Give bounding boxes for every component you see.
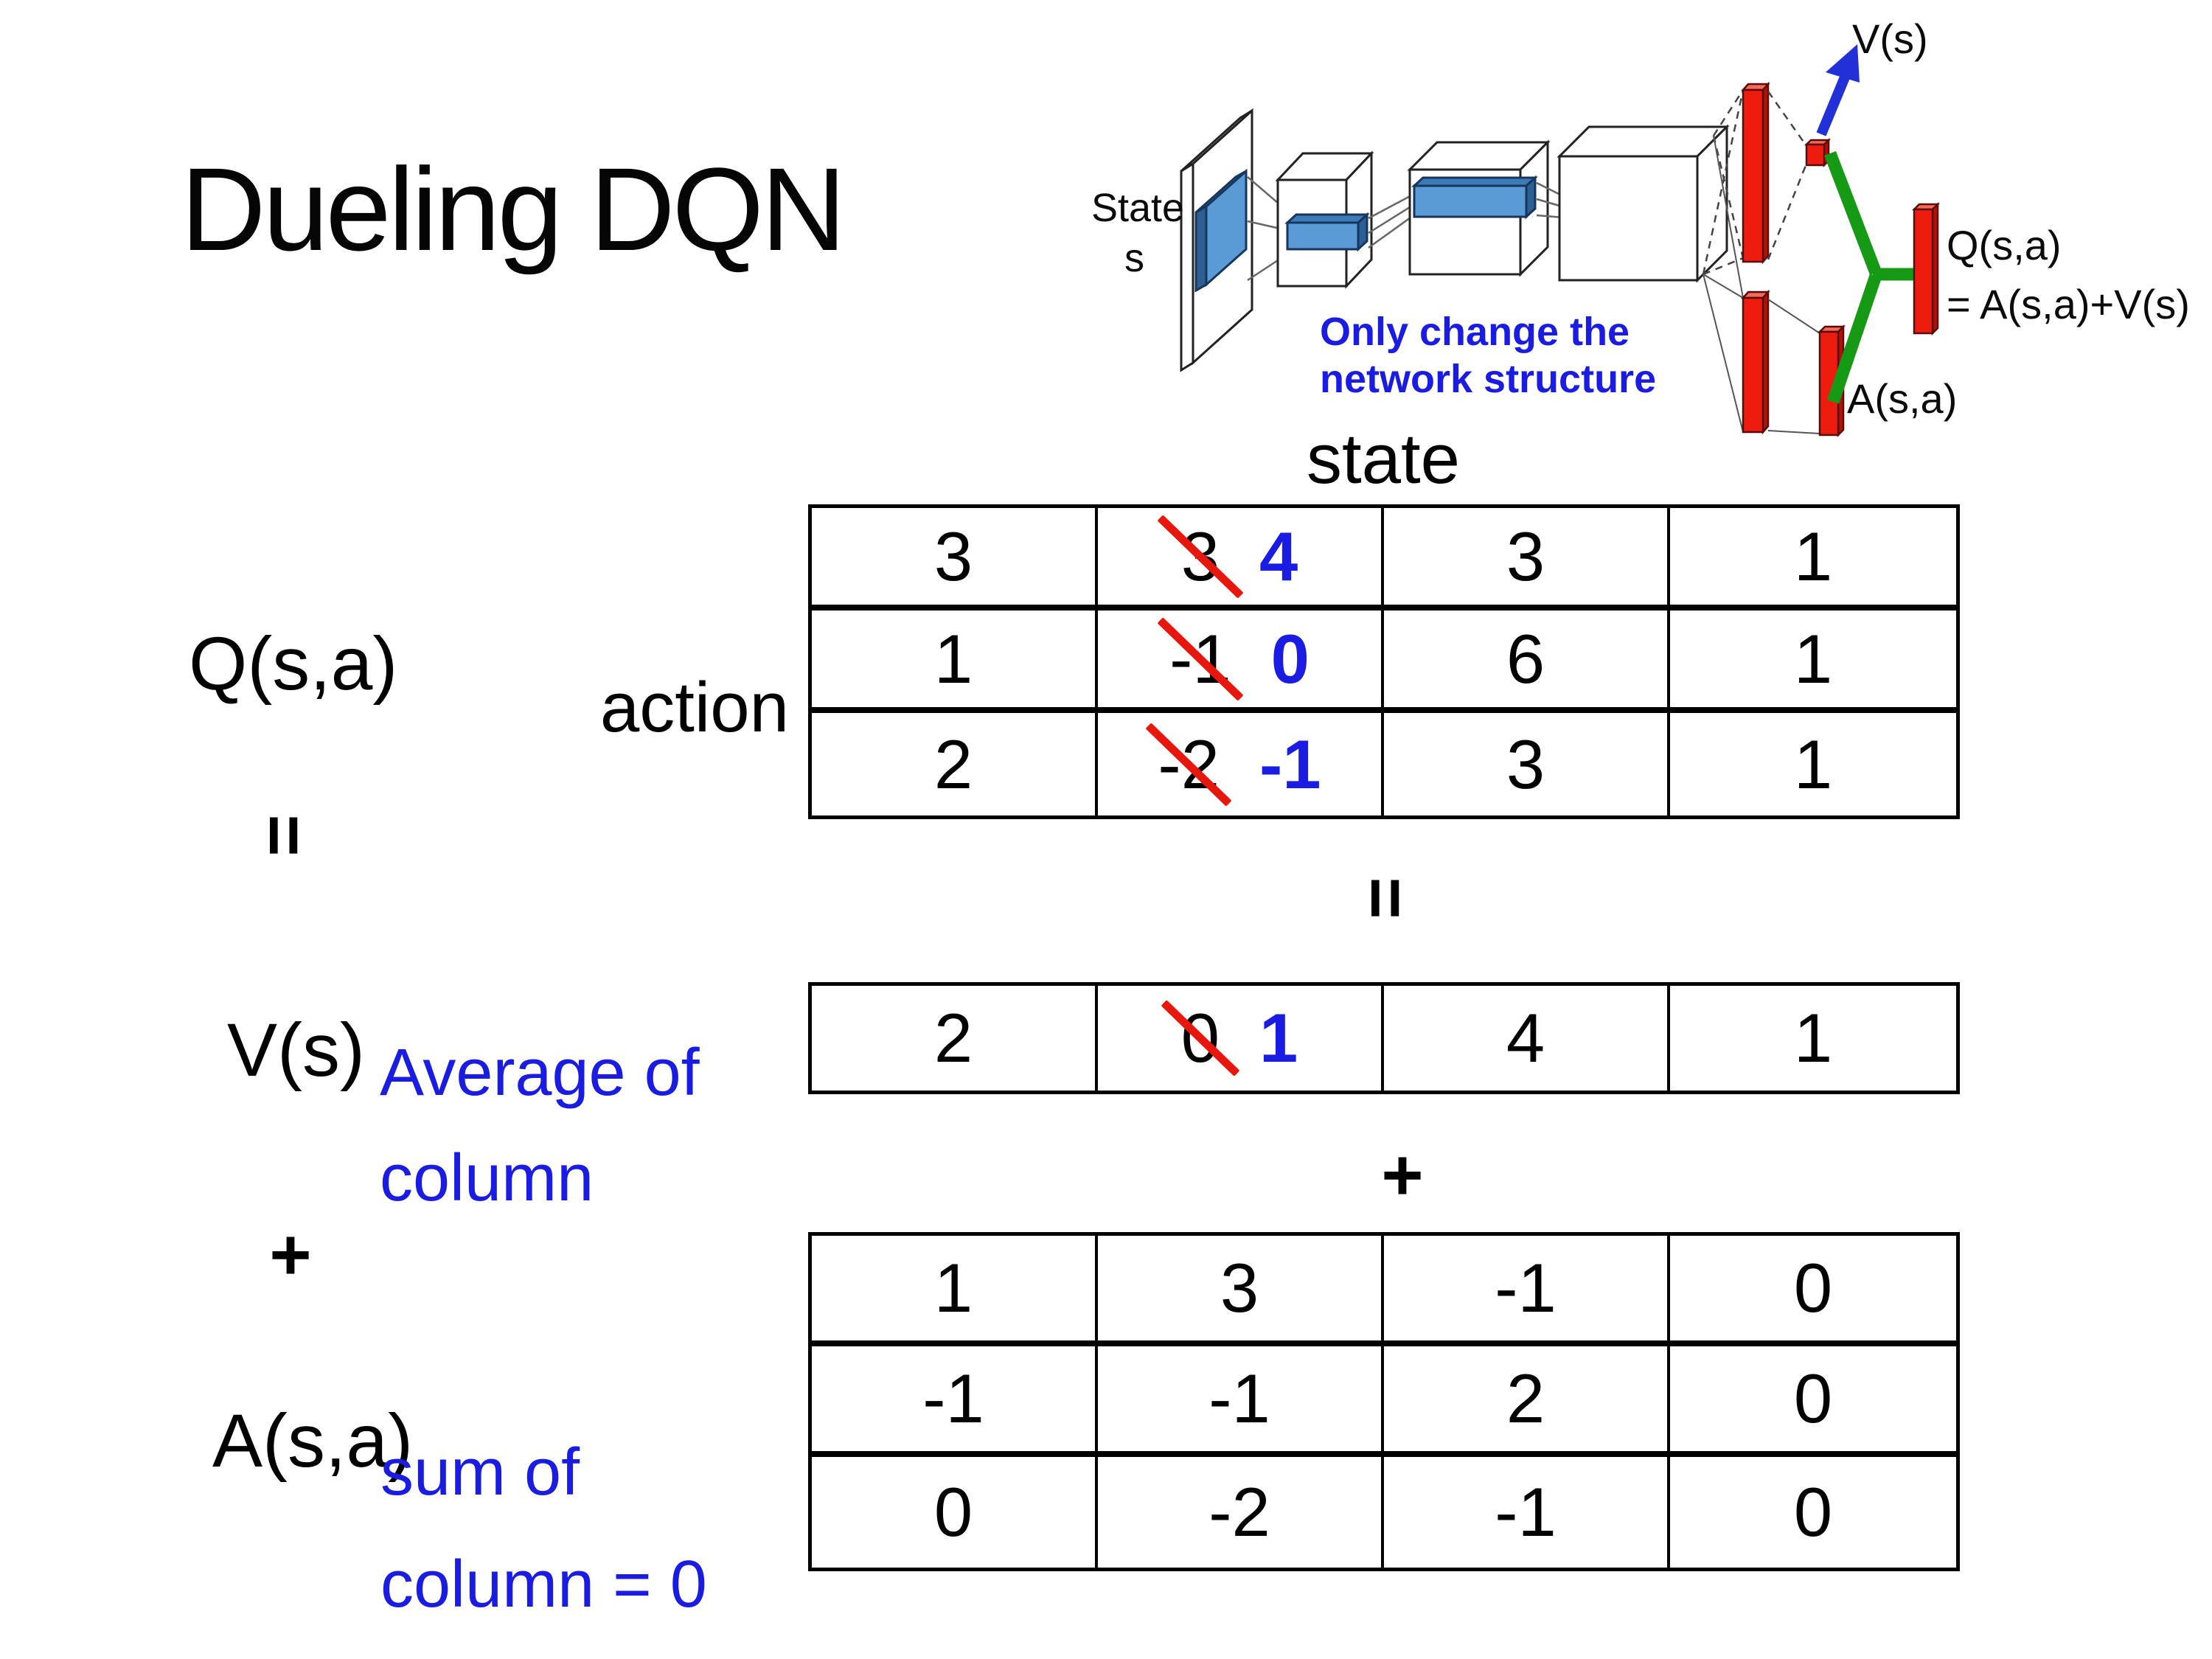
conv-filter-3 [1411,175,1538,220]
q-cell-modified: 3 4 [1098,508,1384,611]
state-axis-label: state [1306,420,1461,498]
equals-sign-center: = [1346,877,1427,919]
a-cell: 0 [1670,1236,1956,1346]
q-cell: 3 [1384,508,1670,611]
a-cell: 3 [1098,1236,1384,1346]
v-cell: 4 [1384,986,1670,1091]
q-cell: 2 [812,713,1098,815]
value-stream-dashed-links [1702,89,1745,276]
a-cell: -1 [1384,1236,1670,1346]
conv-filter-2 [1284,212,1370,252]
equals-sign-left: = [244,814,326,857]
q-cell: 1 [1670,611,1956,713]
q-function-label: Q(s,a) [189,622,398,706]
diagram-v-output-label: V(s) [1852,15,1928,62]
v-cell: 1 [1793,999,1833,1077]
diagram-q-output-label-line1: Q(s,a) [1947,222,2062,268]
advantage-hidden-bar [1741,289,1770,435]
replacement-value: 1 [1259,999,1298,1077]
a-cell: 1 [812,1236,1098,1346]
v-table: 2 0 1 4 1 [808,982,1960,1094]
plus-sign-center: + [1381,1133,1424,1215]
diagram-note-line2: network structure [1320,357,1656,401]
advantage-stream-links [1703,135,1744,433]
a-function-label: A(s,a) [212,1399,414,1483]
value-output-node [1804,137,1832,168]
input-frame [1180,108,1253,372]
sum-note: sum of column = 0 [380,1439,707,1618]
connector-fan-2 [1368,192,1416,249]
average-note-line1: Average of [380,1036,700,1110]
value-head-links [1767,91,1808,260]
diagram-q-output-label-line2: = A(s,a)+V(s) [1947,281,2190,327]
v-cell: 2 [812,986,1098,1091]
a-cell: -1 [812,1346,1098,1457]
a-cell: 0 [812,1457,1098,1568]
q-cell: 6 [1384,611,1670,713]
plus-sign-left: + [269,1213,312,1295]
q-cell: 3 [1384,713,1670,815]
q-cell: 1 [812,611,1098,713]
sum-note-line1: sum of [380,1436,580,1509]
fc-layer-box [1557,124,1730,283]
q-table: 3 3 4 3 1 1 -1 0 6 1 2 -2 -1 3 1 [808,504,1960,819]
diagram-note-line1: Only change the [1320,310,1630,354]
aggregator-connector [1824,150,1914,404]
sum-note-line2: column = 0 [380,1548,707,1621]
replacement-value: 4 [1259,517,1298,595]
a-cell: -2 [1098,1457,1384,1568]
diagram-a-output-label: A(s,a) [1847,375,1957,422]
q-cell: 1 [1793,725,1833,803]
a-cell: -1 [1384,1457,1670,1568]
diagram-state-sub-label: s [1124,236,1144,280]
diagram-state-label: State [1091,186,1184,230]
a-cell: 2 [1384,1346,1670,1457]
value-hidden-bar [1741,81,1770,265]
average-note-line2: column [380,1141,594,1215]
advantage-head-links [1767,299,1820,434]
q-cell: 1 [1670,508,1956,611]
v-cell-modified: 0 1 [1098,986,1384,1091]
a-cell: 0 [1670,1346,1956,1457]
replacement-value: -1 [1259,725,1321,803]
average-note: Average of column [380,1040,700,1211]
dueling-network-diagram: State s V(s) Q(s,a) = A(s,a)+V(s) A(s,a)… [1091,15,2190,438]
q-cell: 3 [812,508,1098,611]
v-function-label: V(s) [227,1008,365,1092]
a-cell: -1 [1098,1346,1384,1457]
value-arrow [1816,44,1860,136]
a-cell: 0 [1793,1473,1833,1551]
page-title: Dueling DQN [181,143,846,275]
action-axis-label: action [599,668,789,747]
replacement-value: 0 [1270,619,1310,698]
conv-filter-1 [1194,168,1248,293]
a-table: 1 3 -1 0 -1 -1 2 0 0 -2 -1 0 [808,1232,1960,1571]
q-cell-modified: -1 0 [1098,611,1384,713]
q-cell-modified: -2 -1 [1098,713,1384,815]
q-output-bar [1911,201,1941,336]
